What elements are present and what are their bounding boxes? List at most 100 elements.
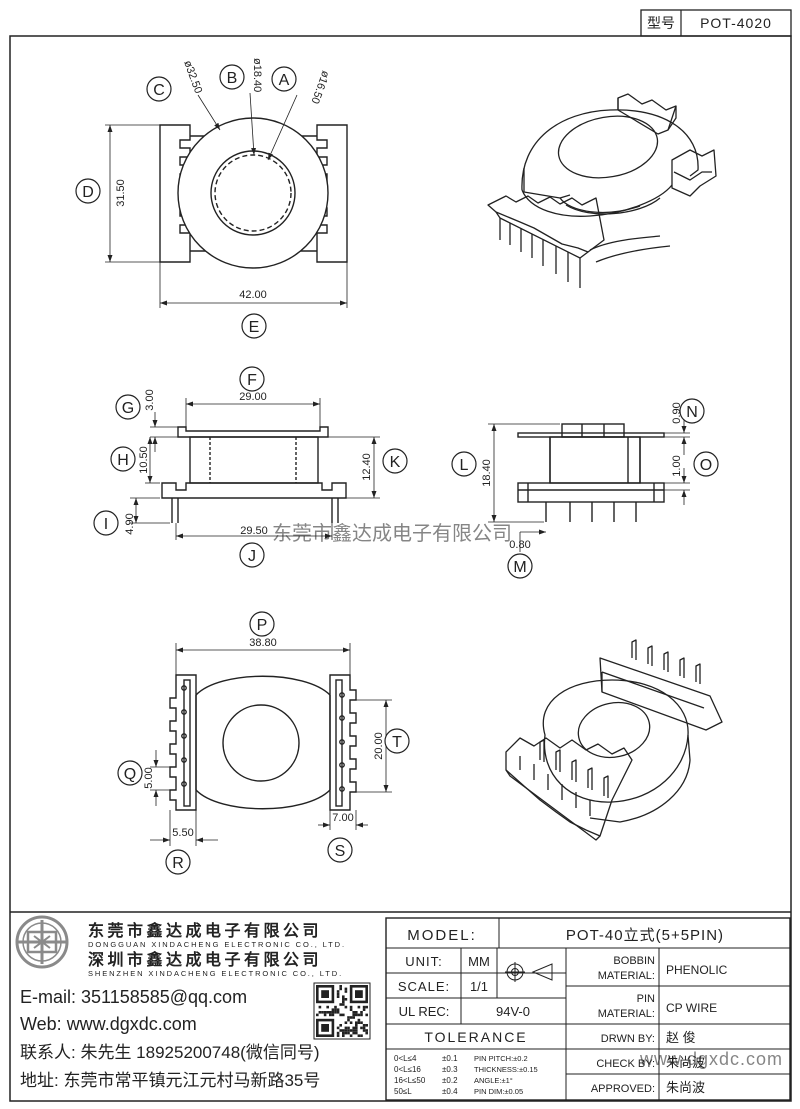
qr-module — [360, 1034, 363, 1037]
unit-label: UNIT: — [405, 954, 443, 969]
qr-module — [362, 1005, 366, 1009]
ul-label: UL REC: — [399, 1004, 450, 1019]
check-by-value: 朱尚波 — [666, 1055, 705, 1070]
top-view — [159, 117, 348, 269]
qr-module — [344, 1026, 348, 1030]
tol-row-3-range: 50≤L — [394, 1087, 412, 1096]
title-block — [385, 917, 791, 1101]
pin-label-2: MATERIAL: — [598, 1008, 655, 1020]
tol-row-3-tol: ±0.4 — [442, 1087, 458, 1096]
qr-module — [334, 1005, 337, 1009]
callout-circle-q — [117, 760, 143, 786]
tol-row-1-tol: ±0.3 — [442, 1065, 458, 1074]
ul-value: 94V-0 — [496, 1004, 530, 1019]
dim-i: 4.90 — [124, 513, 136, 534]
qr-module — [342, 1029, 345, 1032]
qr-module — [355, 1029, 358, 1032]
dim-s: 7.00 — [332, 812, 353, 824]
callout-letter-j: J — [248, 548, 256, 565]
dim-a: ø16.50 — [308, 69, 331, 105]
top-view-dimensions — [105, 92, 348, 308]
dim-d: 31.50 — [115, 179, 127, 207]
qr-module — [344, 1021, 348, 1024]
tol-row-1-range: 0<L≤16 — [394, 1065, 421, 1074]
callout-circle-t — [384, 728, 410, 754]
company-name-dongguan-en: DONGGUAN XINDACHENG ELECTRONIC CO., LTD. — [88, 940, 346, 949]
dim-m: 0.80 — [509, 539, 530, 551]
qr-module — [331, 1011, 335, 1014]
callout-letter-h: H — [117, 452, 129, 469]
qr-module — [355, 1026, 358, 1030]
qr-module — [357, 1005, 361, 1009]
callout-circle-l — [451, 451, 477, 477]
qr-module — [352, 1011, 355, 1014]
callout-circle-p — [249, 611, 275, 637]
qr-module — [355, 1024, 358, 1027]
check-by-label: CHECK BY: — [596, 1058, 655, 1070]
callout-circle-c — [146, 76, 172, 102]
tol-row-0-range: 0<L≤4 — [394, 1054, 417, 1063]
qr-module — [362, 1008, 366, 1011]
projection-symbol — [505, 962, 553, 982]
qr-module — [347, 1029, 350, 1032]
qr-module — [349, 1005, 353, 1009]
tol-row-0-tol: ±0.1 — [442, 1054, 458, 1063]
qr-module — [323, 1013, 327, 1017]
tol-row-2-range: 16<L≤50 — [394, 1076, 426, 1085]
callout-letter-f: F — [247, 372, 257, 389]
dim-c: ø32.50 — [181, 59, 204, 95]
qr-module — [349, 1016, 353, 1019]
callout-letter-d: D — [82, 184, 94, 201]
qr-module — [360, 1021, 363, 1024]
tol-row-2-tol: ±0.2 — [442, 1076, 458, 1085]
part-number-header: 型号 POT-4020 — [640, 9, 792, 37]
tol-row-3-note: PIN DIM:±0.05 — [474, 1087, 523, 1096]
bottom-view — [169, 674, 357, 811]
qr-module — [342, 1013, 345, 1017]
qr-module — [357, 1018, 361, 1022]
company-name-shenzhen: 深圳市鑫达成电子有限公司 — [88, 950, 322, 969]
qr-module — [339, 1024, 342, 1027]
drawn-by-label: DRWN BY: — [601, 1033, 655, 1045]
qr-module — [336, 995, 340, 998]
company-logo — [15, 915, 69, 969]
qr-module — [342, 1000, 345, 1004]
qr-finder — [321, 1024, 329, 1032]
front-view — [161, 426, 347, 523]
callout-circle-g — [115, 394, 141, 420]
dim-j: 29.50 — [240, 525, 268, 537]
callout-letter-b: B — [227, 70, 238, 87]
callout-letter-t: T — [392, 734, 402, 751]
qr-module — [347, 1018, 350, 1022]
qr-module — [339, 1013, 342, 1017]
callout-letter-q: Q — [124, 766, 136, 783]
callout-letter-g: G — [122, 400, 134, 417]
qr-module — [342, 995, 345, 998]
side-view — [517, 423, 665, 522]
callout-circle-j — [239, 542, 265, 568]
qr-module — [344, 1005, 348, 1009]
web-text: Web: www.dgxdc.com — [20, 1014, 197, 1034]
callout-letter-c: C — [153, 82, 165, 99]
type-label: 型号 — [647, 15, 675, 31]
qr-module — [357, 1021, 361, 1024]
approved-label: APPROVED: — [591, 1083, 655, 1095]
qr-module — [362, 1026, 366, 1030]
qr-module — [318, 1011, 322, 1014]
callout-letter-k: K — [390, 454, 401, 471]
tolerance-table: 0<L≤4 ±0.1 PIN PITCH:±0.2 0<L≤16 ±0.3 TH… — [394, 1054, 538, 1096]
qr-module — [352, 1016, 355, 1019]
qr-module — [336, 992, 340, 996]
model-value: POT-40立式(5+5PIN) — [566, 927, 724, 944]
qr-module — [331, 1008, 335, 1011]
callout-letter-i: I — [104, 516, 108, 533]
front-view-dimensions — [130, 398, 380, 540]
qr-module — [344, 987, 348, 991]
qr-module — [355, 1011, 358, 1014]
qr-module — [342, 1034, 345, 1037]
qr-module — [349, 1021, 353, 1024]
qr-module — [357, 1013, 361, 1017]
callout-circle-s — [327, 837, 353, 863]
drawing-frame — [9, 35, 792, 1102]
callout-circle-m — [507, 553, 533, 579]
